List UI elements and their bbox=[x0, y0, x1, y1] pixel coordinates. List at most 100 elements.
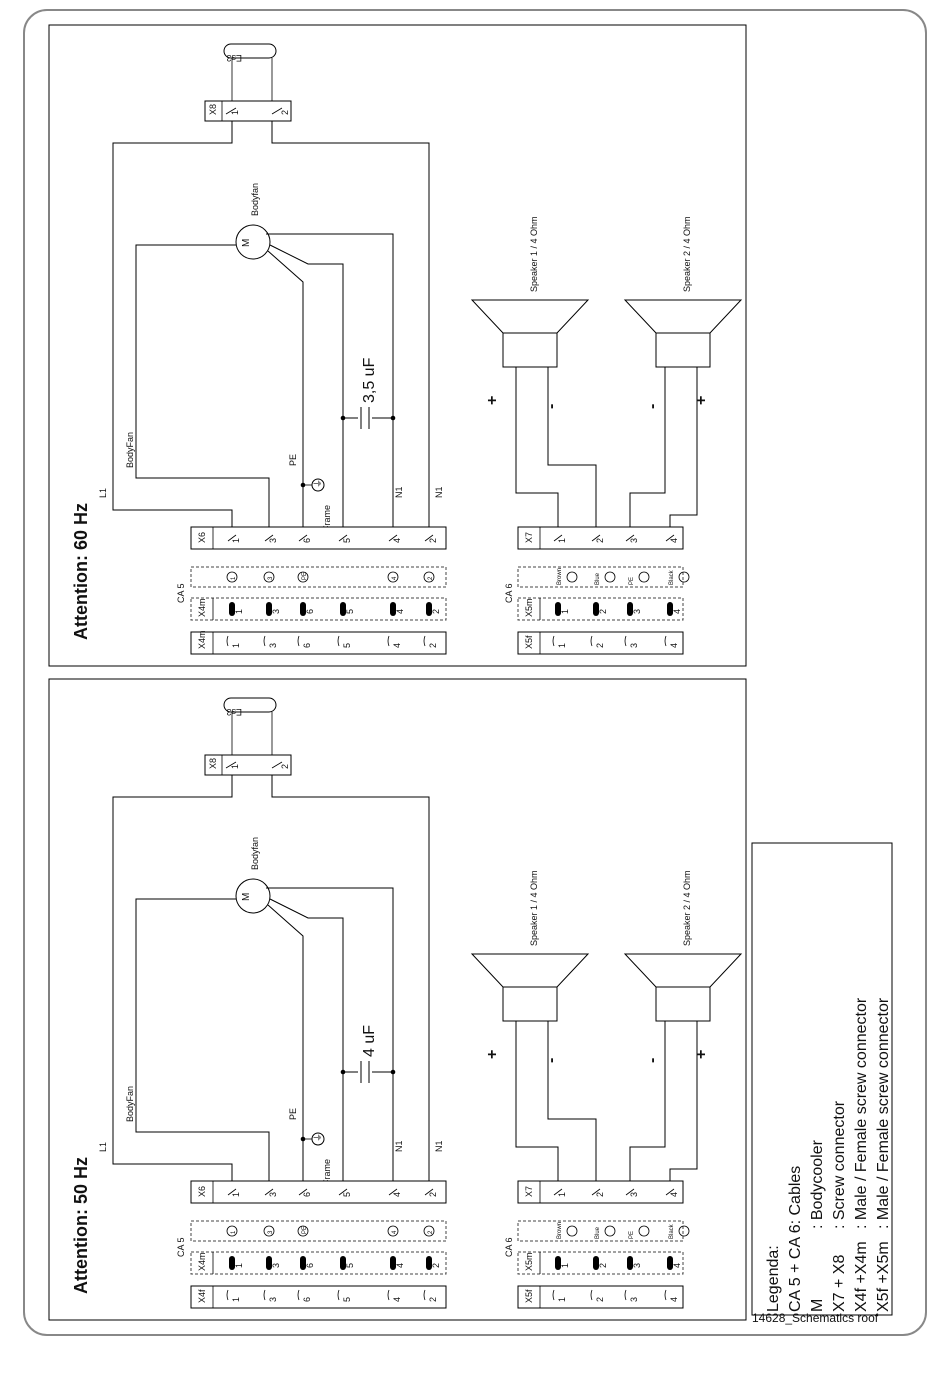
x7-pin-4: 4 bbox=[669, 538, 679, 543]
pin-plug bbox=[390, 602, 396, 616]
label-pe: PE bbox=[288, 1108, 298, 1120]
junction-dot bbox=[390, 1069, 396, 1075]
x4f-pin-5: 5 bbox=[342, 643, 352, 648]
wire-l1 bbox=[112, 121, 233, 527]
x4m-pin-5: 5 bbox=[345, 609, 355, 614]
x7-pin-3: 3 bbox=[629, 1192, 639, 1197]
screw-mark bbox=[225, 761, 237, 769]
wire-capacitor bbox=[269, 244, 344, 527]
motor-label: Bodyfan bbox=[250, 183, 260, 216]
screw-mark bbox=[424, 1188, 434, 1196]
socket-mark bbox=[624, 1289, 627, 1301]
socket-mark bbox=[387, 1289, 390, 1301]
pin-plug bbox=[593, 1256, 599, 1270]
x5m-pin-1: 1 bbox=[560, 1263, 570, 1268]
frame-label: Frame bbox=[322, 505, 332, 531]
speaker-2-wire-a bbox=[629, 1021, 666, 1181]
ca5-pin-2: 2 bbox=[428, 1230, 434, 1234]
legend-title: Legenda: bbox=[765, 1245, 782, 1312]
pin-plug bbox=[340, 1256, 346, 1270]
capacitor-value: 3,5 uF bbox=[361, 357, 378, 403]
x4f-name: X4f bbox=[197, 1289, 207, 1303]
speaker-1-magnet bbox=[502, 332, 558, 368]
ca5-pin-3: 3 bbox=[268, 1230, 274, 1234]
legend-line-5-key: X5f +X5m bbox=[875, 1241, 892, 1312]
legend-line-3-key: X7 + X8 bbox=[831, 1255, 848, 1312]
panel-title: Attention: 60 Hz bbox=[71, 503, 91, 640]
cable-ca6 bbox=[517, 1220, 684, 1242]
screw-mark bbox=[553, 1188, 563, 1196]
x4f-pin-2: 2 bbox=[428, 1297, 438, 1302]
speaker-1-polarity-b: - bbox=[543, 404, 560, 409]
label-bodyfan: BodyFan bbox=[125, 1086, 135, 1122]
screw-mark bbox=[227, 534, 237, 542]
socket-mark bbox=[297, 1289, 300, 1301]
x6-pin-2: 2 bbox=[428, 538, 438, 543]
x6-pin-5: 5 bbox=[342, 538, 352, 543]
label-n1-a: N1 bbox=[394, 486, 404, 498]
x4m-pin-4: 4 bbox=[395, 1263, 405, 1268]
drawing-caption: 14628_Schematics roof bbox=[752, 1311, 879, 1325]
ca5-wire-marker bbox=[226, 1225, 238, 1237]
capacitor-value: 4 uF bbox=[361, 1025, 378, 1057]
label-l1: L1 bbox=[98, 488, 108, 498]
x5f-pin-3: 3 bbox=[629, 1297, 639, 1302]
speaker-2-label: Speaker 2 / 4 Ohm bbox=[682, 870, 692, 946]
screw-mark bbox=[298, 1188, 308, 1196]
legend: Legenda: CA 5 + CA 6: Cables M : Bodycoo… bbox=[765, 997, 892, 1312]
screw-mark bbox=[264, 1188, 274, 1196]
x4m-pin-3: 3 bbox=[271, 609, 281, 614]
x4m-pin-1: 1 bbox=[234, 609, 244, 614]
x4f-pin-5: 5 bbox=[342, 1297, 352, 1302]
screw-mark bbox=[625, 534, 635, 542]
pin-plug bbox=[229, 1256, 235, 1270]
x4f-pin-1: 1 bbox=[231, 1297, 241, 1302]
ca6-wire-marker bbox=[604, 1225, 616, 1237]
ca6-pin-PE: PE bbox=[629, 577, 635, 585]
capacitor-gap bbox=[358, 1060, 372, 1084]
motor-label: Bodyfan bbox=[250, 837, 260, 870]
ca6-pin-Blue: Blue bbox=[595, 572, 601, 585]
screw-mark bbox=[338, 534, 348, 542]
ca6-wire-marker bbox=[566, 571, 578, 583]
legend-line-5-value: : Male / Female screw connector bbox=[875, 997, 892, 1229]
pin-plug bbox=[229, 602, 235, 616]
x4f-pin-6: 6 bbox=[302, 1297, 312, 1302]
connector-x7 bbox=[517, 526, 684, 550]
socket-mark bbox=[263, 1289, 266, 1301]
junction-dot bbox=[340, 415, 346, 421]
fuse-label: Es3 bbox=[226, 707, 242, 717]
x6-pin-3: 3 bbox=[268, 538, 278, 543]
x8-pin-1: 1 bbox=[230, 764, 240, 769]
ca6-name: CA 6 bbox=[504, 583, 514, 603]
speaker-2-polarity-a: - bbox=[644, 1058, 661, 1063]
screw-mark bbox=[424, 534, 434, 542]
ca5-pin-1: 1 bbox=[231, 576, 237, 580]
label-n1-b: N1 bbox=[434, 1140, 444, 1152]
fuse-es3 bbox=[223, 697, 277, 713]
pin-plug bbox=[300, 1256, 306, 1270]
pin-plug bbox=[266, 602, 272, 616]
screw-mark bbox=[388, 1188, 398, 1196]
x4f-pin-4: 4 bbox=[392, 643, 402, 648]
connector-x7 bbox=[517, 1180, 684, 1204]
cable-ca6 bbox=[517, 566, 684, 588]
speaker-1-label: Speaker 1 / 4 Ohm bbox=[529, 216, 539, 292]
label-bodyfan: BodyFan bbox=[125, 432, 135, 468]
connector-x4m bbox=[190, 597, 447, 621]
pin-plug bbox=[266, 1256, 272, 1270]
x5m-name: X5m bbox=[524, 598, 534, 617]
x4f-pin-3: 3 bbox=[268, 1297, 278, 1302]
socket-mark bbox=[226, 1289, 229, 1301]
page-frame bbox=[23, 9, 927, 1336]
x4m-pin-4: 4 bbox=[395, 609, 405, 614]
connector-x8 bbox=[204, 754, 292, 776]
x4m-pin-5: 5 bbox=[345, 1263, 355, 1268]
x4m-pin-6: 6 bbox=[305, 609, 315, 614]
pin-plug bbox=[555, 1256, 561, 1270]
speaker-2-polarity-a: - bbox=[644, 404, 661, 409]
pin-plug bbox=[390, 1256, 396, 1270]
x4m-pin-1: 1 bbox=[234, 1263, 244, 1268]
speaker-1-polarity-a: + bbox=[484, 396, 501, 405]
x4f-pin-2: 2 bbox=[428, 643, 438, 648]
